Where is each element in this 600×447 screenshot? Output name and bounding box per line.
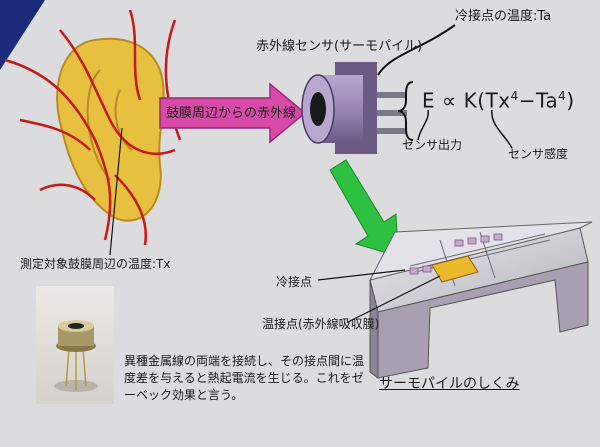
- ir-absorber-label: 温接点(赤外線吸収膜): [262, 317, 380, 331]
- sensor-sensitivity-label: センサ感度: [508, 147, 569, 161]
- thermopile-device: [369, 221, 593, 379]
- leader-hot: [317, 269, 406, 281]
- leader-sensitivity: [491, 109, 513, 149]
- down-arrow: [329, 159, 399, 257]
- ir-arrow-label: 鼓膜周辺からの赤外線: [166, 106, 297, 121]
- brace: [397, 81, 414, 141]
- leader-output: [417, 109, 429, 141]
- hot-junction-label: 冷接点: [276, 275, 313, 289]
- corner-decoration: [0, 0, 45, 70]
- ir-arrow: [159, 82, 307, 144]
- leader-absorber: [347, 275, 441, 323]
- leader-target: [109, 127, 123, 256]
- cold-junction-temp-label: 冷接点の温度:Ta: [455, 9, 552, 24]
- sensor-output-label: センサ出力: [402, 138, 463, 152]
- ir-sensor-label: 赤外線センサ(サーモパイル): [256, 39, 423, 54]
- sensor-photo: [36, 286, 114, 404]
- leader-cold: [377, 24, 456, 76]
- diagram-caption: サーモパイルのしくみ: [379, 376, 520, 392]
- equation: E ∝ K(Tx4−Ta4): [422, 88, 575, 113]
- ir-sensor-illustration: [301, 62, 407, 154]
- target-temp-label: 測定対象鼓膜周辺の温度:Tx: [20, 257, 171, 271]
- seebeck-description: 異種金属線の両端を接続し、その接点間に温度差を与えると熱起電流を生じる。これをゼ…: [124, 354, 365, 402]
